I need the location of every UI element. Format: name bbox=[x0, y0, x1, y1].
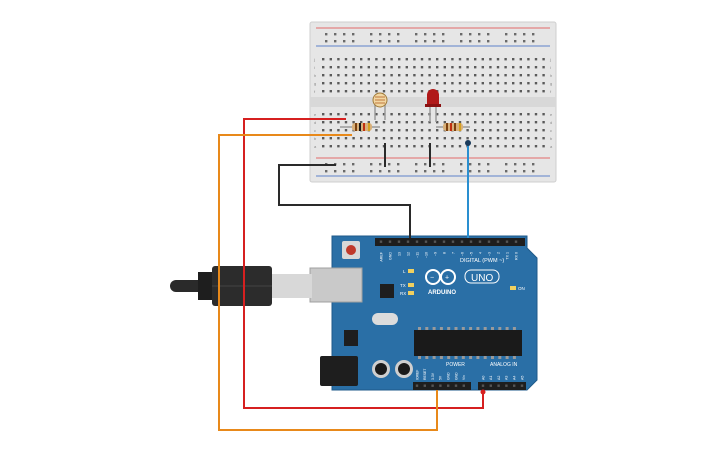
row-letter: h bbox=[550, 73, 552, 78]
usb-chip bbox=[380, 284, 394, 298]
digital-pin-label: RX 0 bbox=[515, 252, 519, 260]
dc-power-jack[interactable] bbox=[320, 356, 358, 386]
atmega-chip bbox=[414, 327, 522, 359]
digital-pin-label: 7 bbox=[452, 252, 456, 254]
digital-pin-label: GND bbox=[389, 252, 393, 260]
row-letter: c bbox=[550, 128, 552, 133]
analog-pin-label: A1 bbox=[489, 376, 493, 380]
digital-pin-label: ~6 bbox=[461, 252, 465, 256]
svg-text:+: + bbox=[445, 275, 449, 282]
row-letter: j bbox=[313, 57, 315, 62]
digital-pin-label: ~10 bbox=[425, 252, 429, 258]
arduino-uno-board[interactable]: AREF GND 13 12 ~11 ~10 ~9 8 7 ~6 ~5 4 ~3 2 TX 1 RX 0 DI… bbox=[309, 235, 538, 391]
wire-pin7-endpoint bbox=[465, 140, 471, 146]
reset-button[interactable] bbox=[342, 241, 360, 259]
digital-pin-label: 4 bbox=[479, 252, 483, 254]
digital-pin-label: 13 bbox=[398, 252, 402, 256]
row-letter: j bbox=[549, 57, 551, 62]
photoresistor[interactable] bbox=[372, 92, 388, 120]
crystal bbox=[372, 313, 398, 325]
usb-cable[interactable] bbox=[170, 266, 312, 306]
row-letter: i bbox=[314, 65, 315, 70]
digital-pin-label: ~3 bbox=[488, 252, 492, 256]
wire-5v-orange[interactable] bbox=[218, 134, 438, 431]
digital-pin-label: ~5 bbox=[470, 252, 474, 256]
digital-pin-label: ~9 bbox=[434, 252, 438, 256]
rx-led-label: RX bbox=[400, 291, 406, 296]
row-letter: b bbox=[550, 136, 553, 141]
l-led bbox=[408, 269, 414, 273]
l-led-label: L bbox=[403, 269, 406, 274]
tx-led-label: TX bbox=[400, 283, 406, 288]
arduino-brand: ARDUINO bbox=[428, 290, 456, 296]
usb-port[interactable] bbox=[309, 267, 363, 303]
capacitor-2 bbox=[395, 360, 413, 378]
resistor-led[interactable] bbox=[436, 123, 470, 131]
uno-badge bbox=[464, 269, 500, 284]
digital-pin-label: AREF bbox=[380, 251, 384, 261]
on-led bbox=[510, 286, 516, 290]
row-letter: g bbox=[314, 81, 316, 86]
row-letter: f bbox=[550, 89, 552, 94]
on-led-label: ON bbox=[518, 286, 525, 291]
breadboard-holes bbox=[322, 58, 545, 148]
digital-pin-label: 2 bbox=[497, 252, 501, 254]
digital-header bbox=[375, 238, 525, 246]
digital-header-label: DIGITAL (PWM ~) bbox=[460, 258, 504, 264]
row-letter: b bbox=[314, 136, 317, 141]
digital-pin-labels: AREF GND 13 12 ~11 ~10 ~9 8 7 ~6 ~5 4 ~3 2 TX 1 RX 0 bbox=[380, 251, 519, 261]
wire-gnd-black[interactable] bbox=[278, 164, 411, 238]
row-letter: f bbox=[314, 89, 316, 94]
tx-led bbox=[408, 283, 414, 287]
digital-pin-label: ~11 bbox=[416, 252, 420, 258]
row-letter: d bbox=[314, 120, 316, 125]
capacitor-1 bbox=[372, 360, 390, 378]
svg-text:−: − bbox=[430, 275, 434, 282]
row-letter: e bbox=[314, 112, 317, 117]
power-pin-label: Vin bbox=[462, 375, 466, 380]
row-letter: d bbox=[550, 120, 552, 125]
row-letter: g bbox=[550, 81, 552, 86]
row-letter: c bbox=[314, 128, 316, 133]
wire-a0-red[interactable] bbox=[243, 118, 484, 409]
power-pin-label: IOREF bbox=[415, 370, 419, 380]
digital-pin-label: TX 1 bbox=[506, 252, 510, 260]
led[interactable] bbox=[425, 89, 441, 122]
voltage-regulator bbox=[344, 330, 358, 346]
breadboard-bottom-rails bbox=[316, 157, 550, 177]
analog-pin-label: A0 bbox=[481, 376, 485, 380]
wire-a0-endpoint bbox=[480, 389, 486, 395]
digital-pin-label: 8 bbox=[443, 252, 447, 254]
rx-led bbox=[408, 291, 414, 295]
analog-pin-label: A4 bbox=[513, 376, 517, 380]
analog-header-label: ANALOG IN bbox=[490, 362, 518, 368]
row-letter: a bbox=[550, 144, 553, 149]
power-pin-label: 5V bbox=[439, 375, 443, 380]
row-letter: h bbox=[314, 73, 316, 78]
row-letter: e bbox=[550, 112, 553, 117]
power-pin-label: GND bbox=[447, 372, 451, 380]
breadboard-top-rails bbox=[316, 27, 550, 47]
analog-pin-label: A5 bbox=[520, 376, 524, 380]
arduino-model: UNO bbox=[471, 273, 493, 284]
analog-header bbox=[478, 382, 526, 390]
analog-pin-label: A3 bbox=[505, 376, 509, 380]
resistor-ldr[interactable] bbox=[340, 123, 380, 131]
power-header-label: POWER bbox=[446, 362, 465, 368]
power-header bbox=[413, 382, 471, 390]
row-letter: i bbox=[550, 65, 551, 70]
power-pin-label: GND bbox=[454, 372, 458, 380]
power-pin-label: 3.3V bbox=[431, 372, 435, 380]
analog-pin-label: A2 bbox=[497, 376, 501, 380]
arduino-logo: − + bbox=[425, 269, 456, 285]
row-letter: a bbox=[314, 144, 317, 149]
power-pin-label: RESET bbox=[423, 369, 427, 380]
digital-pin-label: 12 bbox=[407, 252, 411, 256]
